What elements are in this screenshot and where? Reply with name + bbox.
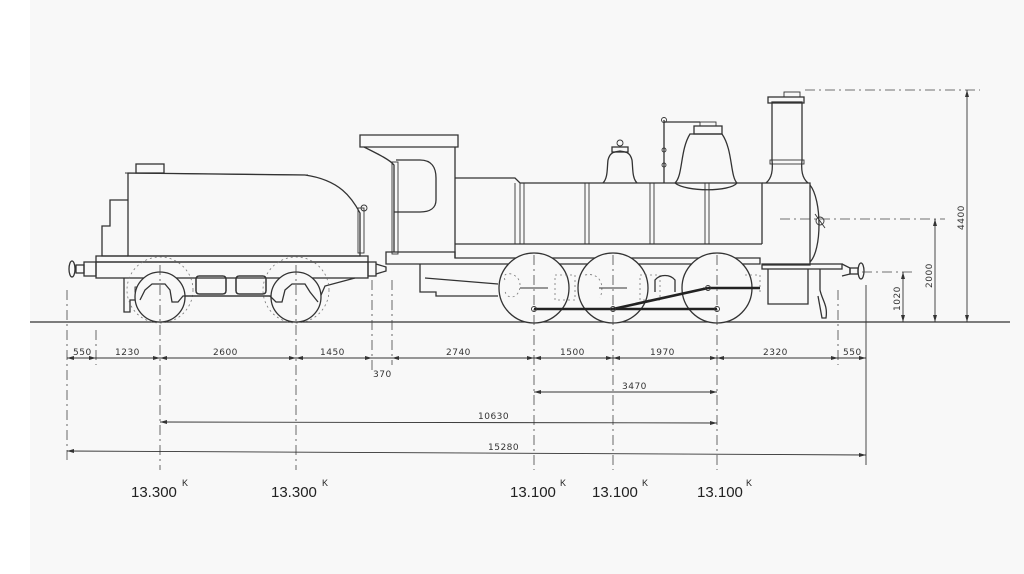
safety-valve [661,117,700,183]
axle-load-2-unit: K [322,478,328,488]
dim-line-15280 [66,450,867,456]
axle-load-3: 13.100 [510,484,556,501]
dim-1230: 1230 [115,348,140,358]
axle-load-4-unit: K [642,478,648,488]
dim-1020: 1020 [893,286,903,311]
dim-3470: 3470 [622,382,647,392]
dim-1970: 1970 [650,348,675,358]
dim-370: 370 [373,370,392,380]
dim-550-front: 550 [843,348,862,358]
chimney [765,91,809,184]
axle-load-5: 13.100 [697,484,743,501]
locomotive [359,91,865,324]
v-arrowheads [901,90,969,322]
connecting-rod [612,286,709,311]
arrowheads [67,356,866,457]
dim-2600: 2600 [213,348,238,358]
dim-line-10630 [159,421,718,424]
dim-15280: 15280 [488,443,519,453]
dim-10630: 10630 [478,412,509,422]
axle-load-5-unit: K [746,478,752,488]
axle-load-1-unit: K [182,478,188,488]
tender [68,163,387,324]
axle-load-3-unit: K [560,478,566,488]
buffer-rear [68,260,97,278]
dim-4400: 4400 [957,205,967,230]
steam-dome [602,139,638,184]
dim-2740: 2740 [446,348,471,358]
axle-load-1: 13.300 [131,484,177,501]
sand-dome [674,121,738,191]
dim-2000: 2000 [925,263,935,288]
dim-1500: 1500 [560,348,585,358]
axle-load-4: 13.100 [592,484,638,501]
extension-lines [66,89,980,470]
dim-2320: 2320 [763,348,788,358]
dim-550-rear: 550 [73,348,92,358]
axle-load-2: 13.300 [271,484,317,501]
buffer-front [857,262,865,280]
dim-1450: 1450 [320,348,345,358]
